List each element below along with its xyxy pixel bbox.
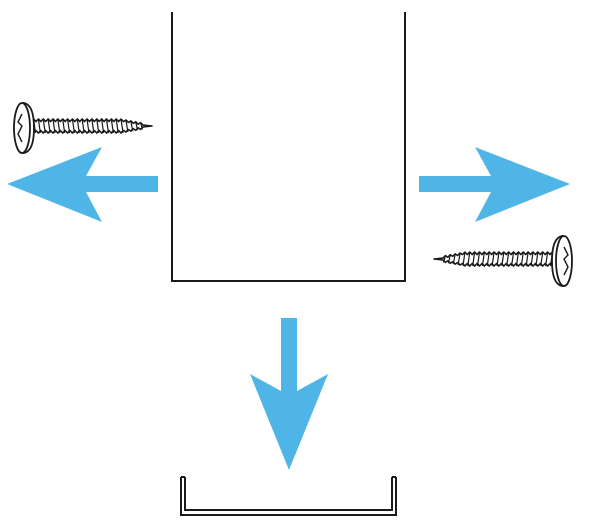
screw-thread-line	[86, 118, 90, 134]
arrow-left-icon	[7, 147, 158, 222]
screw-thread-line	[47, 118, 51, 134]
screw-thread-line	[71, 118, 76, 134]
screw-thread-line	[91, 118, 95, 134]
screw-thread-line	[37, 118, 41, 134]
screw-thread-line	[520, 251, 524, 267]
screw-thread-line	[457, 252, 461, 266]
screw-thread-line	[540, 251, 544, 267]
screw-icon	[433, 234, 573, 288]
bracket-outer-edge	[180, 477, 397, 516]
screw-thread-line	[76, 118, 80, 134]
screw-thread-line	[525, 251, 529, 267]
screw-thread-line	[42, 118, 46, 134]
screw-icon	[13, 101, 153, 155]
screw-thread-line	[81, 118, 85, 134]
screw-thread-line	[100, 118, 105, 134]
screw-thread-line	[130, 120, 134, 132]
screw-thread-line	[96, 118, 100, 134]
screw-thread-line	[535, 251, 539, 267]
screw-thread-line	[496, 251, 500, 267]
screw-thread-line	[139, 122, 144, 130]
screw-drive-slot	[17, 113, 23, 143]
screw-thread-line	[135, 121, 139, 131]
screw-thread-line	[515, 251, 520, 267]
screw-thread-line	[442, 255, 447, 263]
screw-thread-line	[447, 254, 451, 264]
screw-thread-line	[110, 118, 114, 134]
screw-thread-line	[530, 251, 534, 267]
screw-thread-line	[501, 251, 505, 267]
screw-thread-line	[462, 252, 466, 266]
screw-thread-line	[62, 118, 66, 134]
bracket-channel	[180, 476, 397, 516]
arrow-right-icon	[419, 147, 570, 222]
screw-thread-line	[472, 251, 476, 267]
screw-thread-line	[486, 251, 490, 267]
screw-thread-line	[481, 251, 486, 267]
bracket-inner-edge	[184, 477, 393, 511]
screw-thread-line	[120, 119, 124, 133]
screw-thread-line	[506, 251, 510, 267]
screw-thread-line	[452, 253, 456, 265]
screw-thread-line	[510, 251, 515, 267]
arrow-down-icon	[250, 318, 328, 470]
screw-thread-line	[52, 118, 56, 134]
screw-head	[13, 102, 31, 154]
screw-head	[555, 235, 573, 287]
screw-drive-slot	[563, 246, 569, 276]
screw-thread-line	[467, 251, 471, 267]
screw-thread-line	[105, 118, 110, 134]
screw-thread-line	[125, 119, 129, 133]
screw-thread-line	[491, 251, 495, 267]
panel	[171, 12, 406, 282]
screw-thread-line	[66, 118, 71, 134]
screw-thread-line	[545, 251, 549, 267]
screw-thread-line	[115, 118, 119, 134]
screw-thread-line	[57, 118, 61, 134]
screw-thread-line	[476, 251, 481, 267]
